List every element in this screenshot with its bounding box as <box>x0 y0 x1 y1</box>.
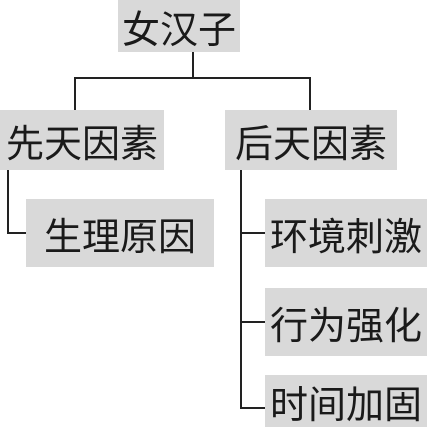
branch-node-acquired-label: 后天因素 <box>234 121 387 166</box>
branch-node-innate: 先天因素 <box>0 110 164 170</box>
leaf-node-environment-label: 环境刺激 <box>269 214 422 259</box>
root-node: 女汉子 <box>118 0 240 52</box>
leaf-node-physiological: 生理原因 <box>26 199 214 267</box>
leaf-node-behavior-label: 行为强化 <box>269 303 422 348</box>
branch-node-innate-label: 先天因素 <box>5 121 158 166</box>
leaf-node-time: 时间加固 <box>265 375 427 427</box>
root-node-label: 女汉子 <box>121 7 236 52</box>
leaf-node-time-label: 时间加固 <box>269 382 422 427</box>
leaf-node-environment: 环境刺激 <box>265 199 427 267</box>
branch-node-acquired: 后天因素 <box>225 110 397 170</box>
leaf-node-behavior: 行为强化 <box>265 288 427 356</box>
leaf-node-physiological-label: 生理原因 <box>43 214 196 259</box>
